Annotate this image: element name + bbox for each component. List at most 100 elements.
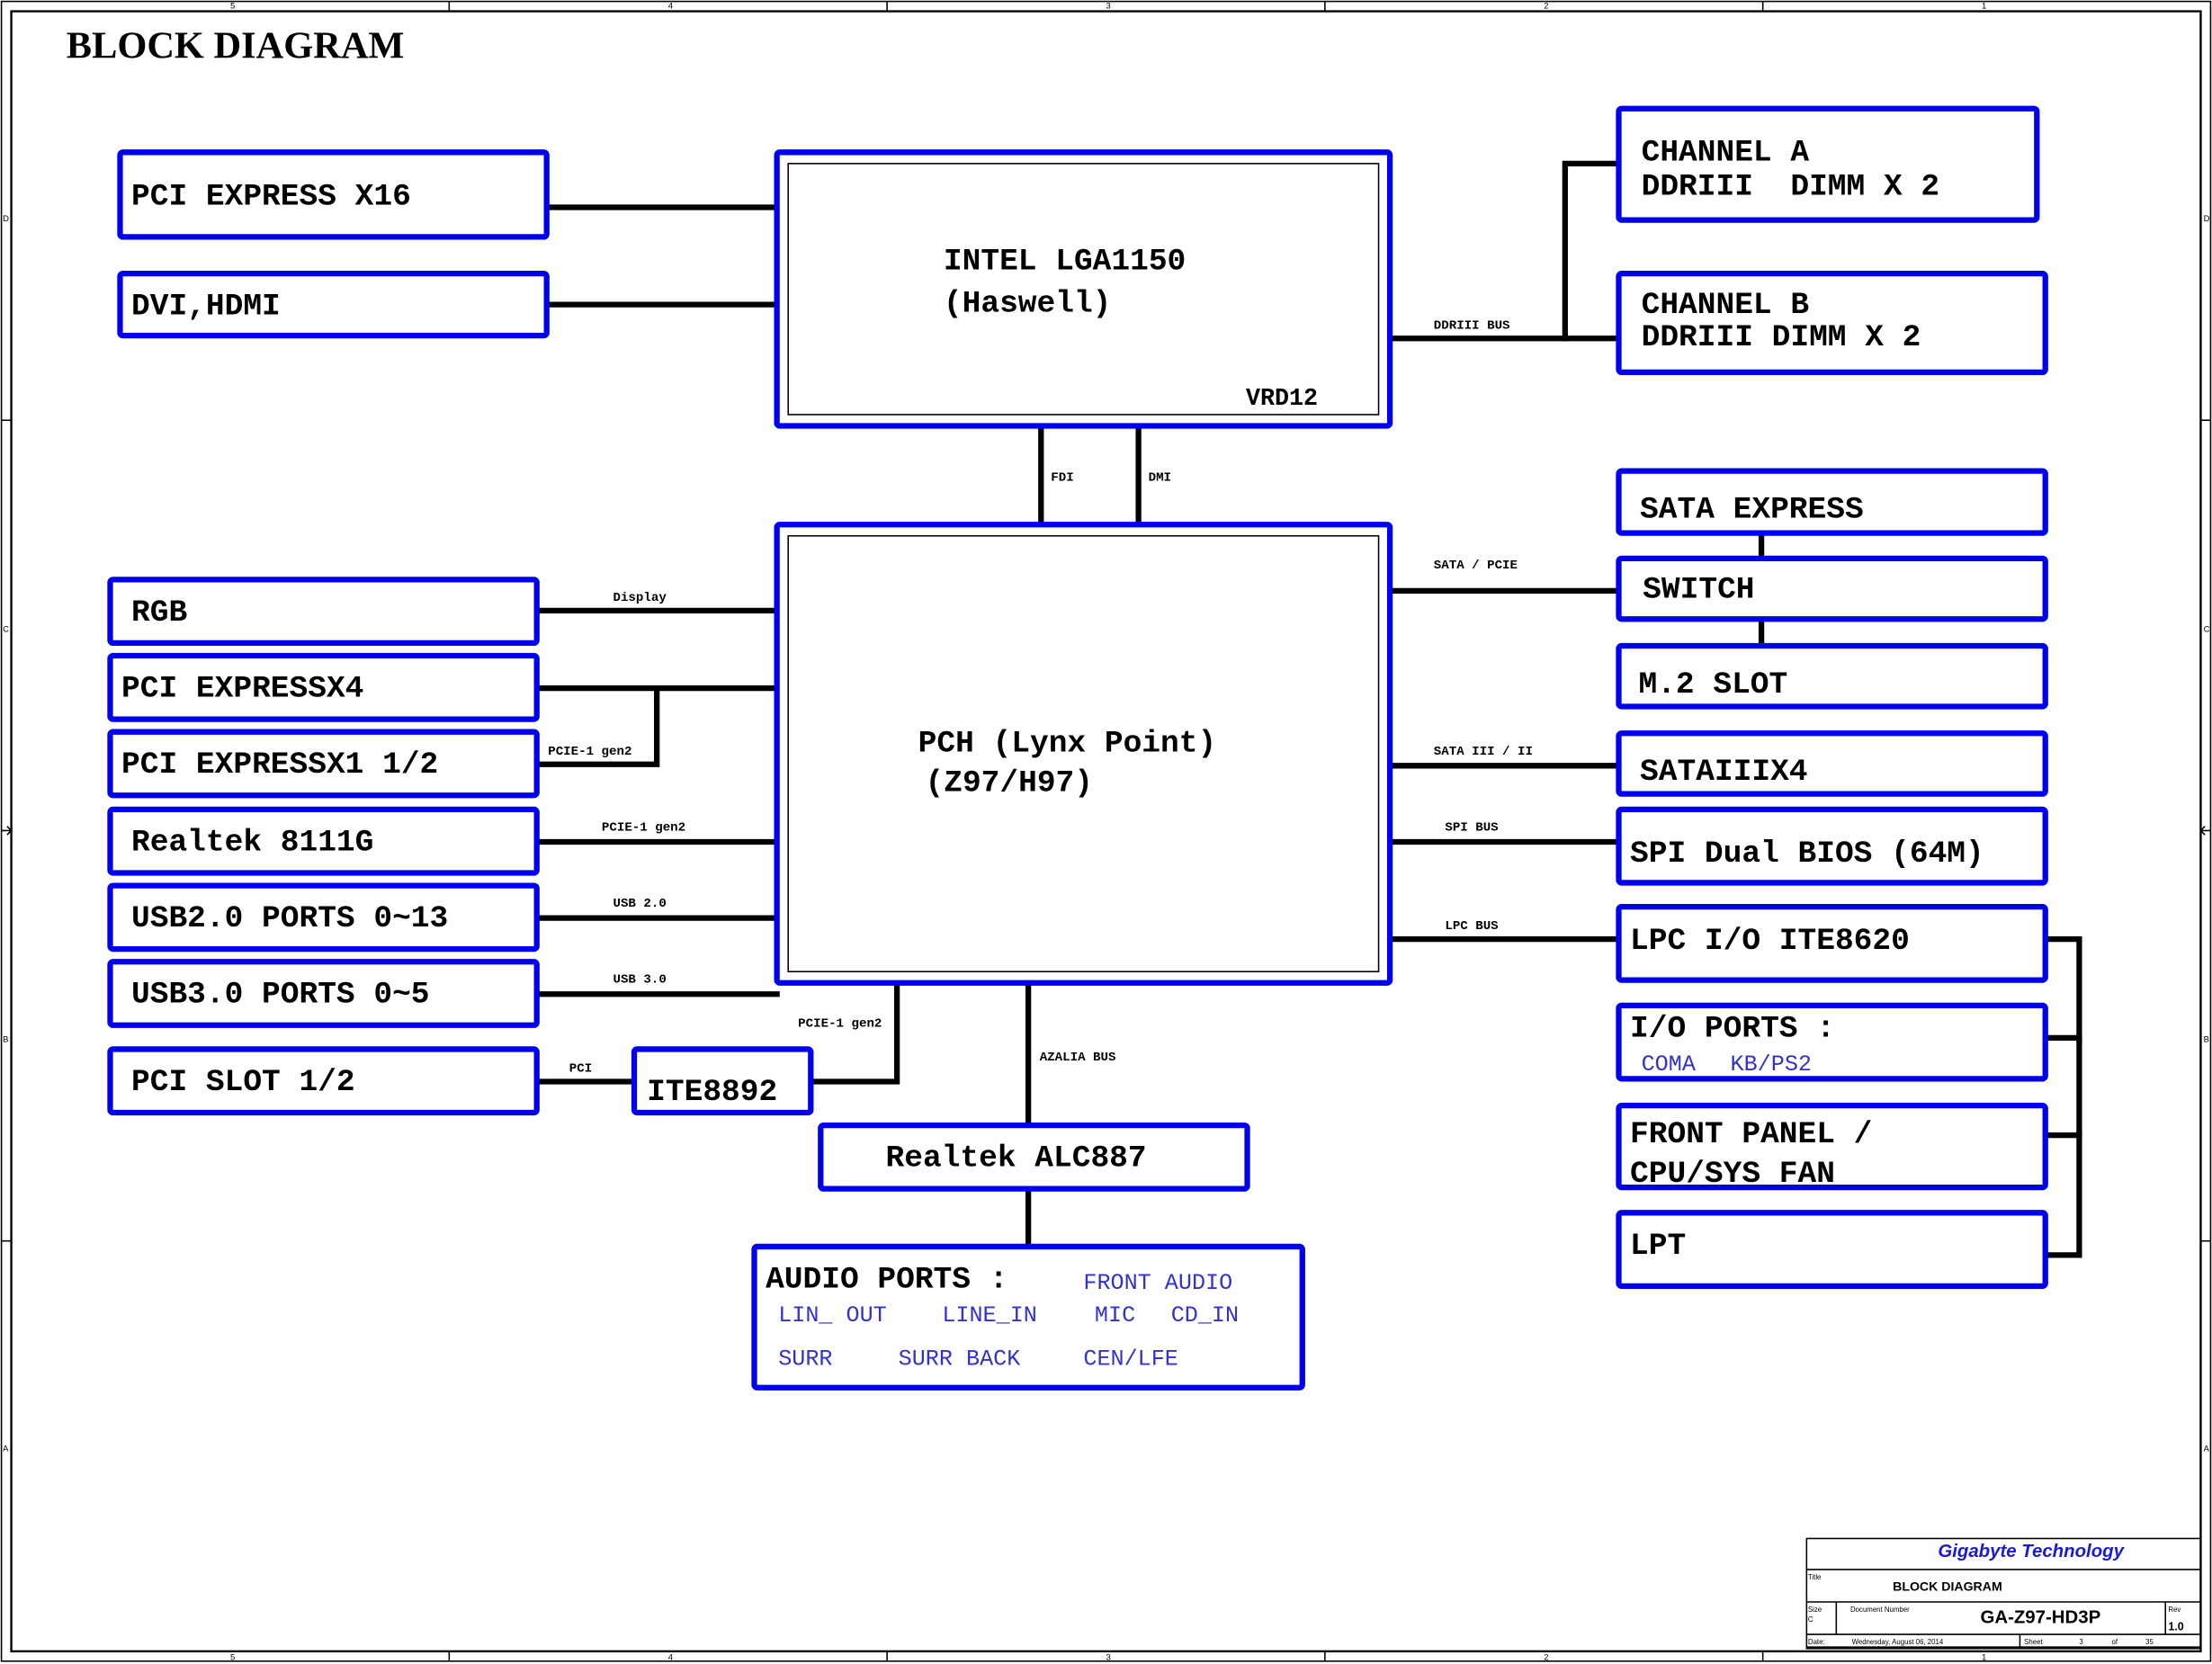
lpc-io-block[interactable]: LPC I/O ITE8620 — [1616, 903, 2048, 983]
io-ports-block[interactable]: I/O PORTS : COMA KB/PS2 — [1616, 1002, 2048, 1082]
sata3-block[interactable]: SATAIIIX4 — [1616, 730, 2048, 797]
realtek-lan-block[interactable]: Realtek 8111G — [107, 806, 540, 876]
azalia-bus-label: AZALIA BUS — [1040, 1051, 1116, 1065]
spi-bios-label: SPI Dual BIOS (64M) — [1630, 836, 1984, 872]
cpu-vrd: VRD12 — [1246, 386, 1318, 413]
zone-col-1-bottom: 1 — [1982, 1651, 1986, 1661]
pch-name: PCH (Lynx Point) — [918, 727, 1217, 762]
sata-express-block[interactable]: SATA EXPRESS — [1616, 468, 2048, 536]
center-arrow-right-icon — [2199, 826, 2211, 836]
usb3-label: USB3.0 PORTS 0~5 — [131, 978, 430, 1013]
audio-codec-block[interactable]: Realtek ALC887 — [818, 1122, 1250, 1192]
sheet-of-label: of — [2112, 1638, 2118, 1646]
sata3-bus-label: SATA III / II — [1434, 745, 1533, 759]
audio-port-surr: SURR — [778, 1346, 832, 1373]
lpc-io-label: LPC I/O ITE8620 — [1630, 924, 1910, 959]
zone-col-3: 3 — [1106, 0, 1110, 10]
size-value: C — [1808, 1615, 1813, 1624]
dvi-hdmi-block[interactable]: DVI,HDMI — [117, 271, 550, 339]
realtek-lan-label: Realtek 8111G — [131, 825, 373, 860]
usb3-block[interactable]: USB3.0 PORTS 0~5 — [107, 959, 540, 1028]
zone-row-d: D — [3, 213, 9, 223]
zone-col-5: 5 — [230, 0, 235, 10]
zone-col-1: 1 — [1982, 0, 1986, 10]
zone-row-c: C — [3, 623, 9, 633]
pcie-x1-bus-label: PCIE-1 gen2 — [548, 745, 631, 759]
pcie-x16-block[interactable]: PCI EXPRESS X16 — [117, 149, 550, 240]
pch-block[interactable]: PCH (Lynx Point) (Z97/H97) — [774, 522, 1393, 986]
lan-bus-label: PCIE-1 gen2 — [602, 820, 685, 835]
sata-pcie-bus-label: SATA / PCIE — [1434, 559, 1518, 573]
ddr-bus-label: DDRIII BUS — [1434, 318, 1510, 333]
audio-port-cd-in: CD_IN — [1171, 1302, 1239, 1329]
sata3-label: SATAIIIX4 — [1640, 755, 1807, 790]
usb2-block[interactable]: USB2.0 PORTS 0~13 — [107, 882, 540, 953]
sheet-label: Sheet — [2024, 1638, 2043, 1646]
ite8892-bus-label: PCIE-1 gen2 — [798, 1016, 882, 1031]
audio-port-mic: MIC — [1095, 1302, 1135, 1329]
m2-slot-label: M.2 SLOT — [1638, 667, 1787, 702]
date-label: Date: — [1808, 1638, 1825, 1646]
io-ports-heading: I/O PORTS : — [1630, 1011, 1835, 1046]
rev-label: Rev — [2168, 1606, 2181, 1614]
zone-col-4: 4 — [668, 0, 673, 10]
zone-row-b-right: B — [2204, 1034, 2209, 1044]
cpu-name: INTEL LGA1150 — [944, 244, 1186, 279]
channel-b-title: CHANNEL B — [1642, 288, 1809, 323]
zone-col-2: 2 — [1544, 0, 1548, 10]
channel-a-dimm: DDRIII DIMM X 2 — [1642, 169, 1940, 204]
wires — [533, 160, 2082, 1258]
date-value: Wednesday, August 06, 2014 — [1852, 1638, 1944, 1646]
rev-value: 1.0 — [2168, 1620, 2183, 1633]
cpu-sys-fan-label: CPU/SYS FAN — [1630, 1157, 1835, 1192]
zone-row-b: B — [3, 1034, 8, 1044]
usb2-label: USB2.0 PORTS 0~13 — [131, 901, 448, 936]
spi-bios-block[interactable]: SPI Dual BIOS (64M) — [1616, 806, 2048, 886]
rgb-block[interactable]: RGB — [107, 577, 540, 647]
usb3-bus-label: USB 3.0 — [613, 973, 666, 988]
ite8892-block[interactable]: ITE8892 — [631, 1046, 814, 1116]
pci-slot-block[interactable]: PCI SLOT 1/2 — [107, 1046, 540, 1116]
front-panel-label: FRONT PANEL / — [1630, 1117, 1872, 1152]
lpt-block[interactable]: LPT — [1616, 1210, 2048, 1289]
pcie-x4-block[interactable]: PCI EXPRESSX4 — [107, 652, 540, 722]
switch-block[interactable]: SWITCH — [1616, 555, 2048, 622]
m2-slot-block[interactable]: M.2 SLOT — [1616, 642, 2048, 710]
sata-express-label: SATA EXPRESS — [1640, 492, 1864, 527]
io-port-coma: COMA — [1642, 1051, 1697, 1078]
fdi-label: FDI — [1051, 471, 1073, 486]
zone-row-a: A — [3, 1443, 9, 1453]
usb2-bus-label: USB 2.0 — [613, 897, 666, 911]
audio-port-front-audio: FRONT AUDIO — [1083, 1270, 1232, 1296]
channel-a-block[interactable]: CHANNEL A DDRIII DIMM X 2 — [1616, 105, 2040, 223]
audio-port-line-out: LIN_ OUT — [778, 1302, 887, 1329]
pcie-x4-label: PCI EXPRESSX4 — [121, 672, 363, 707]
channel-b-dimm: DDRIII DIMM X 2 — [1642, 320, 1921, 355]
rgb-label: RGB — [131, 595, 187, 631]
pcie-x16-label: PCI EXPRESS X16 — [131, 179, 411, 214]
audio-ports-block[interactable]: AUDIO PORTS : FRONT AUDIO LIN_ OUT LINE_… — [751, 1243, 1305, 1391]
title-label: Title — [1808, 1573, 1822, 1581]
zone-row-c-right: C — [2204, 623, 2210, 633]
pci-slot-label: PCI SLOT 1/2 — [131, 1065, 355, 1100]
front-panel-block[interactable]: FRONT PANEL / CPU/SYS FAN — [1616, 1103, 2048, 1192]
title-block: Gigabyte Technology Title BLOCK DIAGRAM … — [1805, 1537, 2202, 1650]
page-title: BLOCK DIAGRAM — [67, 24, 405, 67]
dmi-label: DMI — [1149, 471, 1171, 486]
channel-b-block[interactable]: CHANNEL B DDRIII DIMM X 2 — [1616, 271, 2048, 376]
sheet-total: 35 — [2145, 1638, 2154, 1646]
audio-port-cen-lfe: CEN/LFE — [1083, 1346, 1178, 1373]
dvi-hdmi-label: DVI,HDMI — [131, 290, 281, 325]
io-port-kb-ps2: KB/PS2 — [1731, 1051, 1812, 1078]
zone-row-a-right: A — [2204, 1443, 2210, 1453]
cpu-block[interactable]: INTEL LGA1150 (Haswell) VRD12 — [774, 149, 1393, 429]
zone-col-3-bottom: 3 — [1106, 1651, 1110, 1661]
document-number-value: GA-Z97-HD3P — [1980, 1608, 2100, 1628]
pch-chipset: (Z97/H97) — [926, 766, 1093, 801]
zone-row-d-right: D — [2204, 213, 2210, 223]
pcie-x1-block[interactable]: PCI EXPRESSX1 1/2 — [107, 729, 540, 799]
pcie-x1-label: PCI EXPRESSX1 1/2 — [121, 747, 438, 783]
lpc-bus-label: LPC BUS — [1445, 919, 1499, 934]
